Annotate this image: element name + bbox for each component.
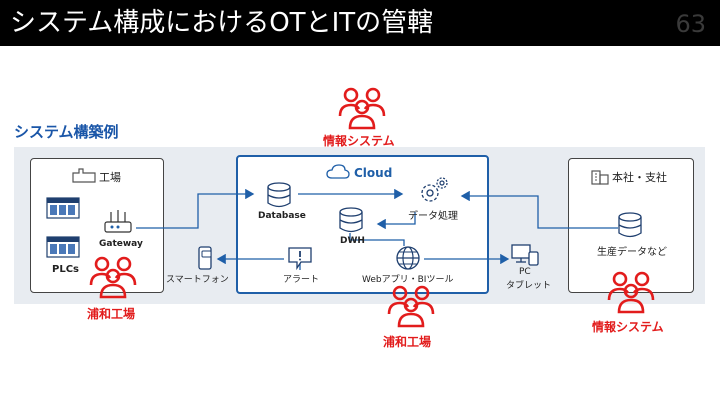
people-group-icon [387,285,435,328]
hq-database-icon [618,212,642,238]
smartphone-label: スマートフォン [166,275,229,285]
gears-icon [421,177,448,202]
factory-icon [72,168,96,183]
data-processing-label: データ処理 [408,211,458,222]
factory-header: 工場 [99,171,121,184]
globe-icon [396,246,420,270]
gateway-label: Gateway [99,239,143,249]
factory-box [30,158,164,293]
dwh-to-web-line [349,233,405,246]
hq-to-processing-line [460,190,618,229]
plc-icon [46,197,80,219]
database-label: Database [258,211,306,221]
gateway-to-database-line [136,188,255,229]
plcs-label: PLCs [52,264,79,275]
title-bar: システム構成におけるOTとITの管轄 63 [0,0,720,46]
cloud-header: Cloud [354,166,393,180]
building-icon [591,170,609,185]
pc-icon [511,244,539,266]
dwh-label: DWH [340,236,365,246]
owner-top-label: 情報システム [323,134,395,148]
production-data-label: 生産データなど [597,247,667,258]
slide-title: システム構成におけるOTとITの管轄 [10,8,434,38]
owner-hq-label: 情報システム [592,320,664,334]
hq-box [568,158,694,293]
processing-to-dwh-line [376,212,416,230]
smartphone-icon [198,246,212,270]
tablet-label: タブレット [506,281,552,291]
people-group-icon [607,271,655,314]
web-bi-label: Webアプリ・BIツール [362,275,454,285]
owner-factory-label: 浦和工場 [87,307,136,321]
hq-header: 本社・支社 [612,171,667,184]
dwh-icon [339,207,363,233]
plc-icon [46,236,80,258]
cloud-icon [326,164,350,179]
diagram-caption: システム構築例 [14,123,119,141]
pc-label: PC [519,267,531,277]
page-number: 63 [675,10,706,38]
people-group-icon [89,256,137,299]
alert-icon [288,247,312,270]
gateway-icon [104,210,132,233]
alert-label: アラート [283,275,320,285]
people-group-icon [338,87,386,130]
owner-bottom-center-label: 浦和工場 [383,335,432,349]
database-icon [267,182,291,208]
